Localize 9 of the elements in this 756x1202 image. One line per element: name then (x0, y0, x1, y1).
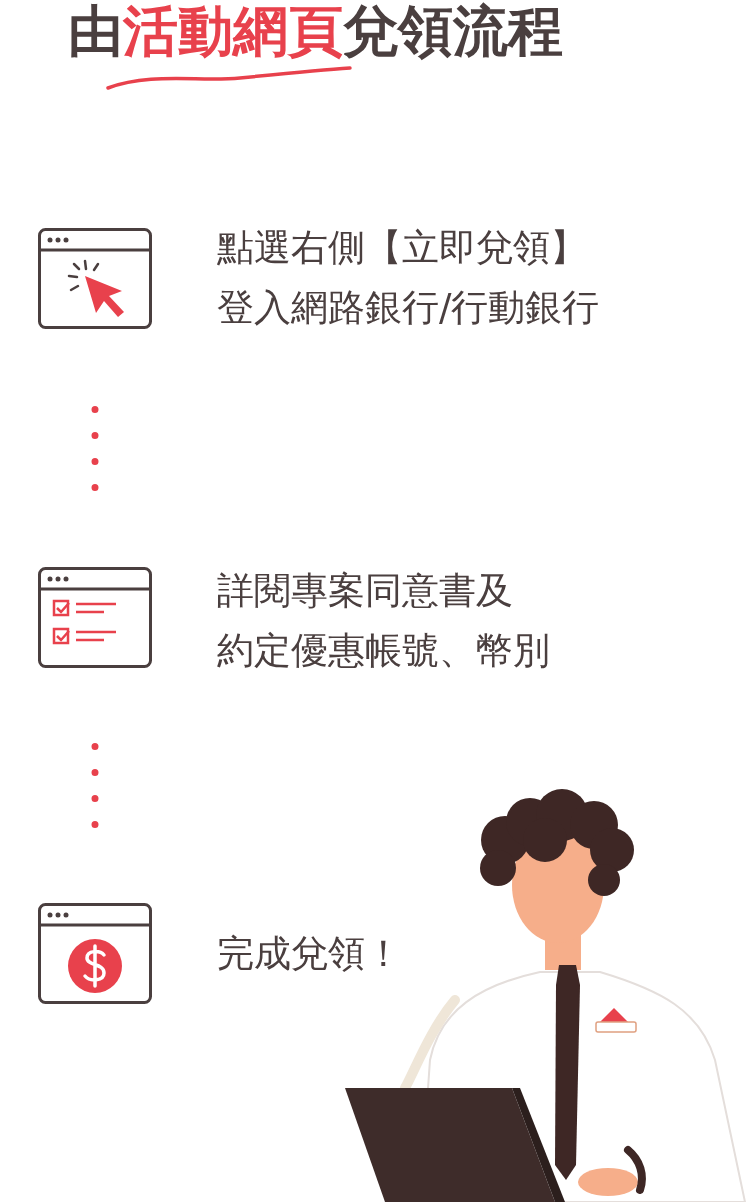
step-text: 完成兌領！ (217, 932, 402, 976)
step-text: 登入網路銀行/行動銀行 (217, 286, 600, 330)
step-text: 詳閱專案同意書及 (217, 569, 513, 613)
step-text: 約定優惠帳號、幣別 (217, 629, 550, 673)
title: 由活動網頁兌領流程 (68, 0, 563, 64)
step-text: 點選右側【立即兌領】 (217, 226, 587, 270)
browser-window-icon (38, 903, 152, 1004)
browser-window-icon (38, 567, 152, 668)
browser-window-icon (38, 227, 152, 330)
